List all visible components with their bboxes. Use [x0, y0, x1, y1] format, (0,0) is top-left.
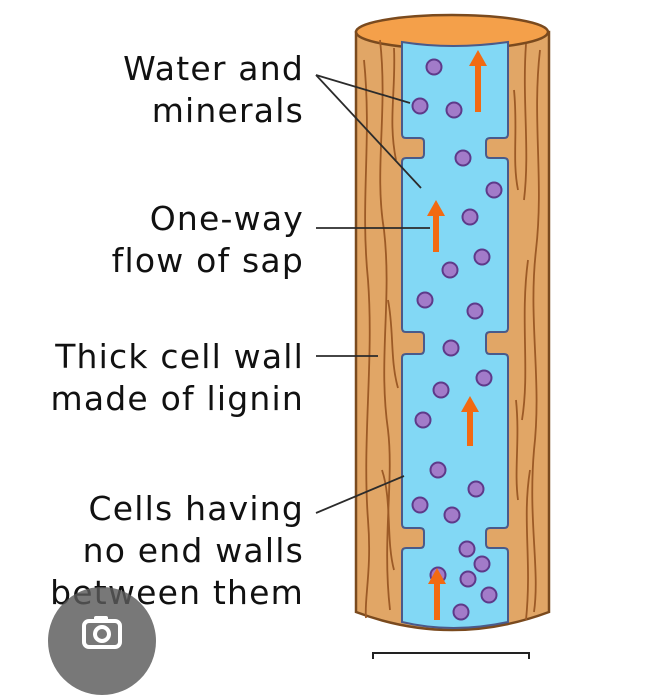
label-water-line-1: Water and [123, 49, 304, 88]
mineral-particle [452, 603, 470, 621]
leader-water-to-particle [315, 74, 411, 104]
wood-grain [363, 39, 541, 621]
flow-arrow-icon [428, 568, 446, 620]
mineral-particle [459, 570, 477, 588]
xylem-diagram: Water and minerals One-way flow of sap T… [48, 13, 551, 695]
label-flow-line-1: One-way [149, 199, 304, 238]
label-flow-line-2: flow of sap [111, 241, 304, 280]
mineral-particle [443, 506, 461, 524]
mineral-particle [411, 496, 429, 514]
label-thick-cell-wall: Thick cell wall made of lignin [51, 336, 305, 420]
bottom-frame-edge [372, 652, 530, 659]
label-wall-line-1: Thick cell wall [55, 337, 304, 376]
vessel-lumen [401, 40, 509, 629]
label-water-line-2: minerals [151, 91, 304, 130]
xylem-vessel-illustration [315, 13, 551, 632]
flow-arrow-icon [461, 396, 479, 446]
mineral-particles [411, 58, 503, 621]
leader-cells [315, 475, 405, 514]
mineral-particle [445, 101, 463, 119]
mineral-particle [454, 149, 472, 167]
mineral-particle [461, 208, 479, 226]
mineral-particle [414, 411, 432, 429]
camera-search-icon [82, 616, 122, 649]
mineral-particle [442, 339, 460, 357]
mineral-particle [485, 181, 503, 199]
mineral-particle [473, 248, 491, 266]
flow-arrows [427, 50, 487, 620]
mineral-particle [441, 261, 459, 279]
mineral-particle [429, 461, 447, 479]
mineral-particle [411, 97, 429, 115]
leader-water-to-lumen [315, 74, 422, 189]
mineral-particle [458, 540, 476, 558]
visual-search-button[interactable] [48, 587, 156, 695]
mineral-particle [467, 480, 485, 498]
mineral-particle [432, 381, 450, 399]
mineral-particle [425, 58, 443, 76]
mineral-particle [473, 555, 491, 573]
vessel-top-rim [354, 13, 550, 51]
label-one-way-flow: One-way flow of sap [112, 198, 304, 282]
flow-arrow-icon [427, 200, 445, 252]
mineral-particle [475, 369, 493, 387]
mineral-particle [466, 302, 484, 320]
label-cells-line-1: Cells having [88, 489, 304, 528]
label-water-and-minerals: Water and minerals [123, 48, 304, 132]
label-cells-line-2: no end walls [82, 531, 304, 570]
mineral-particle [416, 291, 434, 309]
leader-lines [315, 74, 430, 514]
mineral-particle [480, 586, 498, 604]
flow-arrow-icon [469, 50, 487, 112]
label-wall-line-2: made of lignin [50, 379, 304, 418]
